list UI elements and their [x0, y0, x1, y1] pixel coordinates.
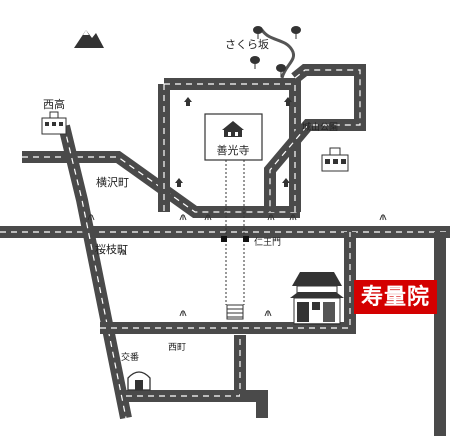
- gate-marker-east: [243, 236, 249, 242]
- tree-icon-sakura-3: [250, 56, 260, 69]
- road-network: [0, 64, 450, 436]
- tree-icon-temple-1: [184, 97, 192, 106]
- label-koban: 交番: [121, 351, 139, 363]
- school-icon: [41, 111, 67, 135]
- temple-approach-path: [221, 160, 249, 320]
- house-icon: [290, 272, 344, 325]
- temple-icon: [222, 121, 244, 137]
- gate-marker-west: [221, 236, 227, 242]
- tree-icon-temple-2: [284, 97, 292, 106]
- road-south-spur: [240, 390, 268, 418]
- tree-icon-temple-3: [175, 178, 183, 187]
- label-yokozawa: 横沢町: [96, 175, 129, 189]
- tree-icon-temple-4: [282, 178, 290, 187]
- mountain-icon: [74, 30, 104, 48]
- building-icon: [321, 147, 349, 172]
- label-nishitaka: 西高: [43, 97, 65, 111]
- jyuryoin-label: 寿量院: [354, 280, 438, 314]
- steps-icon: [226, 304, 244, 320]
- tree-icon-sakura-1: [253, 26, 263, 39]
- grass-icons: [87, 214, 387, 317]
- zenkoji-temple: 善光寺: [204, 113, 263, 161]
- label-sakuraeda: 桜枝町: [95, 242, 128, 256]
- road-northeast: [264, 64, 366, 212]
- tree-icon-sakura-2: [291, 26, 301, 39]
- label-nishimachi: 西町: [168, 342, 186, 353]
- sakura-slope-path: [260, 29, 295, 79]
- label-sakurazaka: さくら坂: [225, 38, 269, 51]
- label-niomon: 仁王門: [254, 236, 281, 248]
- label-zenkoji: 善光寺: [217, 143, 250, 157]
- road-temple-loop: [158, 78, 301, 212]
- label-shirayama-park: 城山公園: [302, 122, 338, 133]
- tree-icon-sakura-4: [276, 64, 286, 77]
- police-box-icon: [127, 371, 151, 391]
